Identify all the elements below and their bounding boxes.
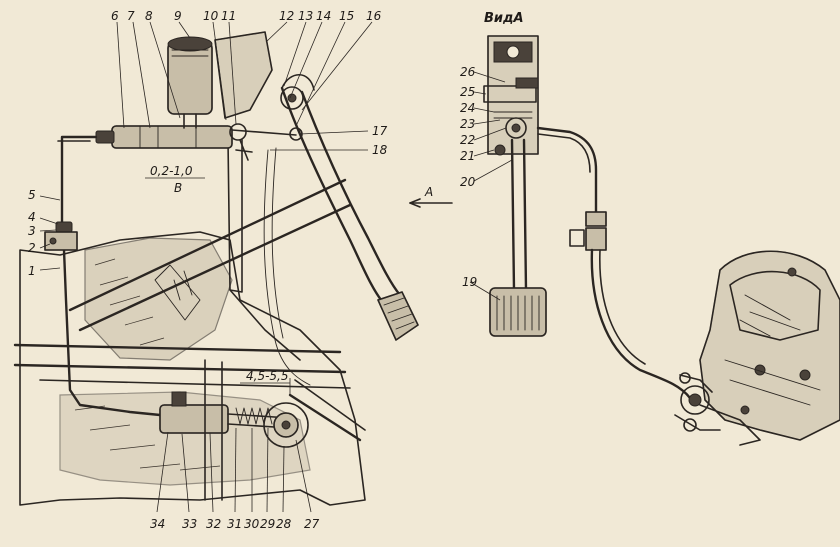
- part-numbers-right: 19 20 21 22 23 24 25 26: [460, 65, 477, 289]
- gap-dimension-label: 0,2-1,0: [150, 164, 193, 178]
- part-number-21: 21: [460, 149, 475, 163]
- part-number-28: 28: [276, 517, 292, 531]
- part-number-31: 31: [227, 517, 242, 531]
- part-number-3: 3: [28, 224, 36, 238]
- part-number-11: 11: [221, 9, 236, 23]
- part-number-23: 23: [460, 117, 475, 131]
- part-number-27: 27: [304, 517, 320, 531]
- part-number-7: 7: [127, 9, 135, 23]
- view-direction-arrow: [409, 198, 453, 208]
- part-number-33: 33: [182, 517, 197, 531]
- part-number-12: 12: [279, 9, 294, 23]
- part-number-13: 13: [298, 9, 313, 23]
- part-number-29: 29: [260, 517, 275, 531]
- stroke-dimension-label: 4,5-5,5: [246, 369, 289, 383]
- part-number-6: 6: [111, 9, 119, 23]
- part-number-17: 17: [372, 124, 388, 138]
- section-b-label: B: [174, 181, 182, 195]
- part-number-14: 14: [316, 9, 331, 23]
- part-number-34: 34: [150, 517, 165, 531]
- left-assembly: [13, 31, 419, 506]
- view-a-assembly: [483, 35, 840, 446]
- part-number-24: 24: [460, 101, 475, 115]
- part-number-10: 10: [203, 9, 219, 23]
- part-number-25: 25: [460, 85, 475, 99]
- view-arrow-label: A: [424, 185, 433, 199]
- part-number-15: 15: [339, 9, 354, 23]
- part-number-32: 32: [206, 517, 221, 531]
- part-number-30: 30: [244, 517, 260, 531]
- part-number-22: 22: [460, 133, 475, 147]
- part-number-1: 1: [28, 264, 36, 278]
- part-number-26: 26: [460, 65, 476, 79]
- part-numbers-left: 1 2 3 4 5 6 7 8 9 10 11 12 13 14 15 16 1…: [28, 9, 388, 278]
- part-number-16: 16: [366, 9, 382, 23]
- part-number-20: 20: [460, 175, 476, 189]
- part-number-9: 9: [174, 9, 182, 23]
- part-number-4: 4: [28, 210, 36, 224]
- part-numbers-bottom: 34 33 32 31 30 29 28 27: [150, 517, 320, 531]
- callout-leaders: [39, 21, 513, 513]
- part-number-5: 5: [28, 188, 36, 202]
- part-number-19: 19: [462, 275, 477, 289]
- part-number-18: 18: [372, 143, 388, 157]
- part-number-2: 2: [28, 241, 36, 255]
- part-number-8: 8: [145, 9, 153, 23]
- view-a-title: ВидА: [484, 11, 524, 26]
